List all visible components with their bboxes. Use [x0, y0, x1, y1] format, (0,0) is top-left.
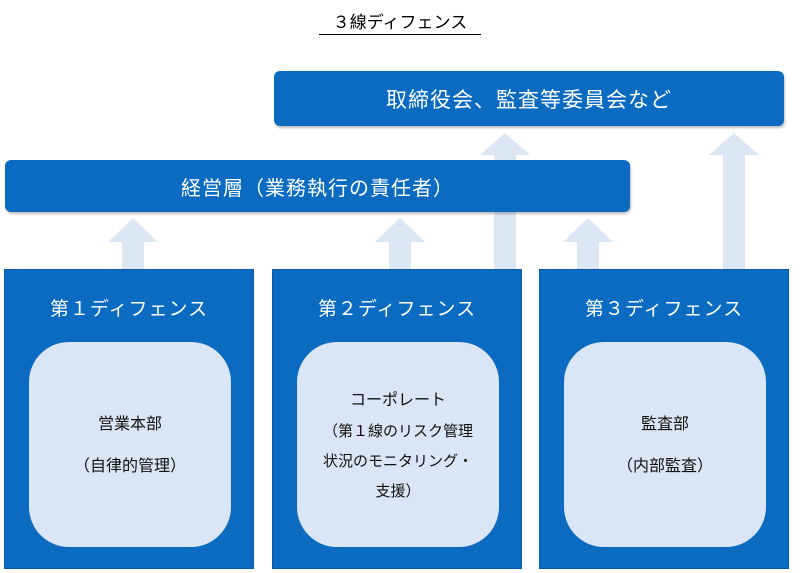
first-defense-title: 第１ディフェンス — [49, 298, 209, 320]
first-defense-detail: （自律的管理） — [73, 455, 186, 475]
management-box: 経営層（業務執行の責任者） — [5, 160, 630, 212]
board-box: 取締役会、監査等委員会など — [274, 71, 784, 126]
second-defense-panel: 第２ディフェンス コーポレート （第１線のリスク管理 状況のモニタリング・ 支援… — [272, 269, 522, 569]
third-defense-panel: 第３ディフェンス 監査部 （内部監査） — [539, 269, 789, 569]
arrow-second-to-management — [375, 218, 425, 269]
second-defense-detail-line: （第１線のリスク管理 — [322, 421, 473, 440]
third-defense-title: 第３ディフェンス — [584, 298, 744, 320]
second-defense-detail-line: 状況のモニタリング・ — [322, 451, 473, 470]
second-defense-inner-box: コーポレート （第１線のリスク管理 状況のモニタリング・ 支援） — [297, 342, 499, 547]
second-defense-department: コーポレート — [349, 389, 446, 409]
arrow-third-to-board — [709, 133, 759, 269]
second-defense-detail-line: 支援） — [375, 481, 421, 500]
arrow-first-to-management — [108, 218, 158, 269]
first-defense-department: 営業本部 — [97, 413, 162, 433]
diagram-title: ３線ディフェンス — [0, 8, 800, 35]
second-defense-title: 第２ディフェンス — [317, 298, 477, 320]
board-label: 取締役会、監査等委員会など — [386, 87, 672, 112]
first-defense-panel: 第１ディフェンス 営業本部 （自律的管理） — [4, 269, 254, 569]
third-defense-department: 監査部 — [640, 413, 689, 433]
first-defense-inner-box: 営業本部 （自律的管理） — [29, 342, 231, 547]
arrow-third-to-management — [563, 218, 613, 269]
management-label: 経営層（業務執行の責任者） — [181, 175, 454, 200]
third-defense-detail: （内部監査） — [616, 455, 713, 475]
third-defense-inner-box: 監査部 （内部監査） — [564, 342, 766, 547]
